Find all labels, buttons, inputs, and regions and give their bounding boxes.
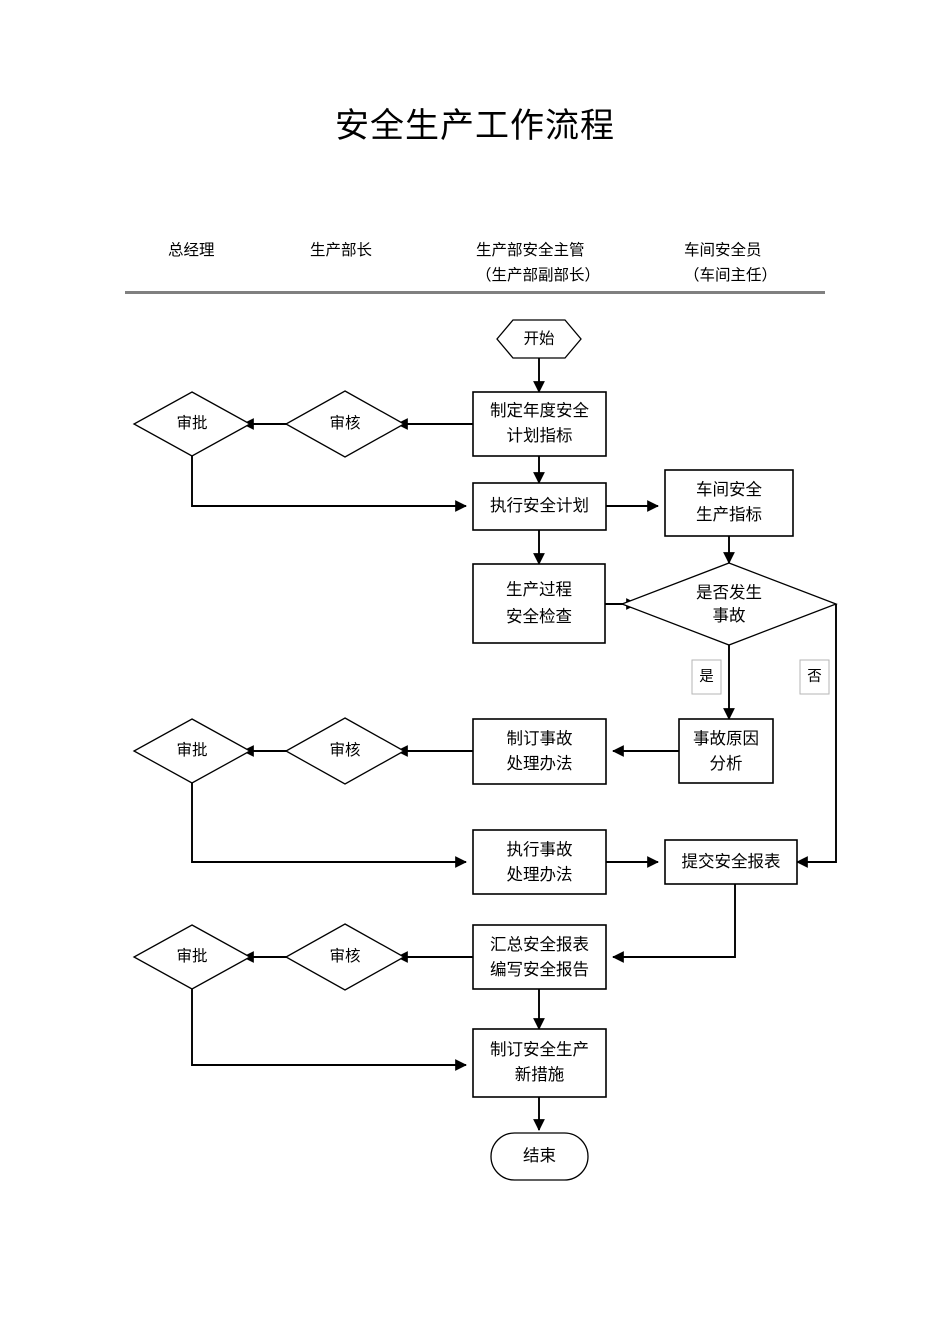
edge-label-yes-text: 是 xyxy=(699,669,714,685)
node-annual-plan-line2: 计划指标 xyxy=(507,426,573,445)
node-approve3-label: 审批 xyxy=(176,947,207,965)
node-make-measures[interactable]: 制订事故 处理办法 xyxy=(472,718,607,785)
edge-approve3-to-new-measures xyxy=(191,988,467,1071)
node-approve2[interactable]: 审批 xyxy=(132,718,252,784)
node-execute-measures-line1: 执行事故 xyxy=(507,840,573,859)
node-annual-plan-line1: 制定年度安全 xyxy=(490,401,590,420)
node-approve3[interactable]: 审批 xyxy=(132,924,252,990)
header-divider xyxy=(125,291,825,294)
node-review1-label: 审核 xyxy=(329,414,360,432)
node-submit-report[interactable]: 提交安全报表 xyxy=(664,839,798,885)
node-workshop-targets-line1: 车间安全 xyxy=(696,480,763,499)
edge-approve2-to-execute-measures xyxy=(191,782,467,868)
node-start-label: 开始 xyxy=(523,330,555,348)
node-new-measures-line2: 新措施 xyxy=(515,1065,565,1084)
node-execute-measures[interactable]: 执行事故 处理办法 xyxy=(472,829,607,895)
node-make-measures-line1: 制订事故 xyxy=(507,729,573,748)
node-end-label: 结束 xyxy=(523,1146,556,1165)
edge-accident-decision-no-to-submit-report xyxy=(796,604,837,868)
node-cause-analysis-line2: 分析 xyxy=(710,754,743,773)
column-header-workshop-safety-officer: 车间安全员 （车间主任） xyxy=(684,238,777,288)
node-start[interactable]: 开始 xyxy=(496,319,582,359)
node-execute-plan-line1: 执行安全计划 xyxy=(490,496,589,515)
node-end[interactable]: 结束 xyxy=(490,1132,589,1181)
node-cause-analysis-line1: 事故原因 xyxy=(693,729,759,748)
node-new-measures[interactable]: 制订安全生产 新措施 xyxy=(472,1028,607,1098)
edge-label-no: 否 xyxy=(799,659,830,695)
column-header-safety-supervisor: 生产部安全主管 （生产部副部长） xyxy=(476,238,600,288)
node-review2-label: 审核 xyxy=(329,741,360,759)
node-approve1[interactable]: 审批 xyxy=(132,391,252,457)
node-execute-measures-line2: 处理办法 xyxy=(507,865,573,884)
node-make-measures-line2: 处理办法 xyxy=(507,754,573,773)
edge-label-yes: 是 xyxy=(691,659,722,695)
node-review1[interactable]: 审核 xyxy=(284,390,406,458)
edge-submit-report-to-compile-report xyxy=(612,884,736,963)
node-execute-plan[interactable]: 执行安全计划 xyxy=(472,482,607,531)
node-cause-analysis[interactable]: 事故原因 分析 xyxy=(678,718,774,784)
node-safety-inspection-line2: 安全检查 xyxy=(506,607,572,626)
column-header-sub: （车间主任） xyxy=(684,267,778,284)
node-accident-decision-line2: 事故 xyxy=(713,606,746,625)
node-compile-report-line1: 汇总安全报表 xyxy=(490,935,589,954)
node-compile-report-line2: 编写安全报告 xyxy=(490,960,589,979)
column-header-general-manager: 总经理 xyxy=(168,238,215,263)
column-header-label: 生产部长 xyxy=(310,242,373,259)
node-workshop-targets[interactable]: 车间安全 生产指标 xyxy=(664,469,794,537)
column-header-sub: （生产部副部长） xyxy=(476,267,601,284)
column-header-label: 总经理 xyxy=(168,242,215,259)
node-approve1-label: 审批 xyxy=(176,414,207,432)
node-review2[interactable]: 审核 xyxy=(284,717,406,785)
node-safety-inspection[interactable]: 生产过程 安全检查 xyxy=(472,563,606,644)
edge-label-no-text: 否 xyxy=(807,669,822,685)
node-workshop-targets-line2: 生产指标 xyxy=(696,505,762,524)
page-title: 安全生产工作流程 xyxy=(335,107,615,145)
node-compile-report[interactable]: 汇总安全报表 编写安全报告 xyxy=(472,924,607,990)
column-header-label: 生产部安全主管 xyxy=(476,242,585,259)
node-accident-decision-line1: 是否发生 xyxy=(696,583,762,602)
node-submit-report-line1: 提交安全报表 xyxy=(682,852,781,871)
column-header-production-director: 生产部长 xyxy=(310,238,372,263)
node-review3-label: 审核 xyxy=(329,947,360,965)
node-new-measures-line1: 制订安全生产 xyxy=(490,1040,589,1059)
node-approve2-label: 审批 xyxy=(176,741,207,759)
edge-approve1-to-execute-plan xyxy=(191,455,467,512)
node-review3[interactable]: 审核 xyxy=(284,923,406,991)
node-safety-inspection-line1: 生产过程 xyxy=(506,580,572,599)
column-header-label: 车间安全员 xyxy=(684,242,762,259)
node-accident-decision[interactable]: 是否发生 事故 xyxy=(620,562,838,646)
node-annual-plan[interactable]: 制定年度安全 计划指标 xyxy=(472,391,607,457)
